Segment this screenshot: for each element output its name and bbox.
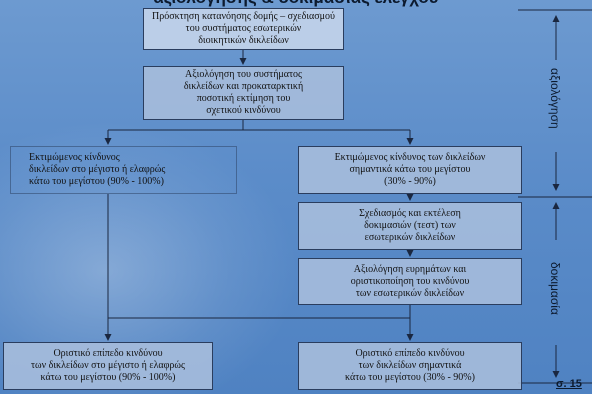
box-findings-evaluation: Αξιολόγηση ευρημάτων και οριστικοποίηση … [298, 258, 522, 305]
box-risk-significant: Εκτιμώμενος κίνδυνος των δικλείδων σημαν… [298, 146, 522, 194]
box-system-evaluation: Αξιολόγηση του συστήματος δικλείδων και … [143, 66, 344, 120]
side-label-testing: δοκιμασία [548, 262, 562, 315]
page-number: σ. 15 [556, 378, 582, 390]
box-structure-acquisition: Πρόσκτηση κατανόησης δομής – σχεδιασμού … [143, 8, 344, 50]
box-test-design: Σχεδιασμός και εκτέλεση δοκιμασιών (τεστ… [298, 202, 522, 250]
slide-title: αξιολόγησης & δοκιμασίας ελέγχου [0, 0, 592, 8]
box-risk-max: Εκτιμώμενος κίνδυνος δικλείδων στο μέγισ… [10, 146, 237, 194]
side-label-evaluation: αξιολόγηση [548, 68, 562, 129]
box-final-max: Οριστικό επίπεδο κινδύνου των δικλείδων … [3, 342, 213, 390]
box-final-significant: Οριστικό επίπεδο κινδύνου των δικλείδων … [298, 342, 522, 390]
